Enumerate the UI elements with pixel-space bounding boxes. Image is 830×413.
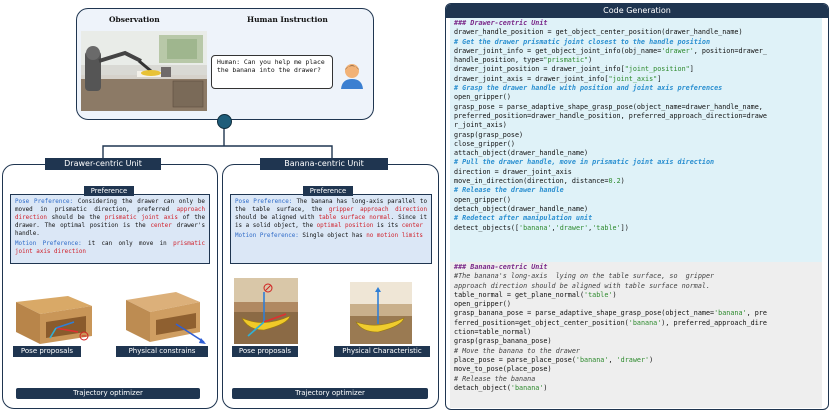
banana-unit-title: Banana-centric Unit [260, 158, 388, 170]
banana-pose-proposals-image [234, 278, 298, 344]
code-line: ferred_position=get_object_center_positi… [454, 318, 767, 327]
code-line: direction = drawer_joint_axis [454, 167, 572, 176]
observation-instruction-panel: Observation Human Instruction Human: Can… [76, 8, 374, 120]
code-line: preferred_position=drawer_handle_positio… [454, 111, 767, 120]
drawer-pose-proposals-label: Pose proposals [13, 346, 81, 357]
code-comment: # Release the drawer handle [454, 186, 564, 195]
drawer-physical-constrains-image [126, 292, 206, 344]
code-line: detach_object(drawer_handle_name) [454, 204, 589, 213]
banana-trajectory-optimizer: Trajectory optimizer [232, 388, 428, 399]
banana-preference-tab: Preference [303, 186, 353, 196]
banana-pose-proposals-label: Pose proposals [232, 346, 298, 357]
drawer-trajectory-optimizer: Trajectory optimizer [16, 388, 200, 399]
banana-physical-characteristic-label: Physical Characteristic [334, 346, 430, 357]
code-line: table_normal = get_plane_normal('table') [454, 290, 617, 299]
code-line: place_pose = parse_place_pose('banana', … [454, 355, 654, 364]
banana-code-block: ### Banana-centric Unit#The banana's lon… [450, 262, 822, 408]
code-line: drawer_handle_position = get_object_cent… [454, 28, 743, 37]
banana-preference-box: Pose Preference: The banana has long-axi… [230, 194, 432, 264]
code-line: ction=table_normal) [454, 328, 532, 337]
drawer-physical-constrains-label: Physical constrains [116, 346, 208, 357]
code-line: attach_object(drawer_handle_name) [454, 149, 589, 158]
code-line: move_to_pose(place_pose) [454, 365, 552, 374]
drawer-preference-tab: Preference [84, 186, 134, 196]
code-line: open_gripper() [454, 195, 511, 204]
code-comment: approach direction should be aligned wit… [454, 281, 711, 290]
code-line: open_gripper() [454, 93, 511, 102]
code-line: drawer_joint_axis = drawer_joint_info["j… [454, 74, 662, 83]
code-generation-title: Code Generation [446, 4, 828, 18]
junction-node [217, 114, 232, 129]
code-line: drawer_joint_position = drawer_joint_inf… [454, 65, 694, 74]
instruction-label: Human Instruction [247, 15, 328, 24]
observation-image [81, 31, 207, 111]
code-line: open_gripper() [454, 300, 511, 309]
code-comment: # Release the banana [454, 374, 536, 383]
code-comment: #The banana's long-axis lying on the tab… [454, 272, 715, 281]
code-heading: ### Banana-centric Unit [454, 263, 548, 271]
person-icon [341, 64, 363, 89]
code-comment: # Redetect after manipulation unit [454, 214, 593, 223]
code-line: move_in_direction(direction, distance=0.… [454, 177, 625, 186]
code-line: grasp(grasp_banana_pose) [454, 337, 552, 346]
banana-motion-preference: Motion Preference: Single object has no … [235, 233, 423, 239]
instruction-text-line1: Human: Can you help me place [217, 58, 325, 66]
drawer-preference-box: Pose Preference: Considering the drawer … [10, 194, 210, 264]
code-line: r_joint_axis) [454, 121, 507, 130]
drawer-unit-title: Drawer-centric Unit [45, 158, 161, 170]
banana-physical-characteristic-image [350, 282, 412, 344]
instruction-text-line2: the banana into the drawer? [217, 66, 321, 75]
drawer-pose-proposals-image [16, 296, 92, 344]
observation-label: Observation [109, 15, 160, 24]
drawer-motion-preference: Motion Preference: it can only move in p… [15, 241, 205, 255]
code-comment: # Grasp the drawer handle with position … [454, 84, 723, 93]
code-heading: ### Drawer-centric Unit [454, 19, 548, 27]
code-comment: # Get the drawer prismatic joint closest… [454, 37, 711, 46]
code-line: grasp_pose = parse_adaptive_shape_grasp_… [454, 102, 763, 111]
code-line: handle_position, type="prismatic") [454, 56, 593, 65]
code-line: grasp(grasp_pose) [454, 130, 524, 139]
code-comment: # Move the banana to the drawer [454, 346, 580, 355]
code-line: detach_object('banana') [454, 383, 548, 392]
code-line: detect_objects(['banana','drawer','table… [454, 223, 629, 232]
code-line: close_gripper() [454, 139, 515, 148]
code-line: drawer_joint_info = get_object_joint_inf… [454, 46, 767, 55]
banana-pose-preference: Pose Preference: The banana has long-axi… [235, 199, 427, 229]
code-comment: # Pull the drawer handle, move in prisma… [454, 158, 715, 167]
drawer-pose-preference: Pose Preference: Considering the drawer … [15, 199, 206, 237]
instruction-bubble: Human: Can you help me place the banana … [211, 55, 333, 89]
code-line: grasp_banana_pose = parse_adaptive_shape… [454, 309, 767, 318]
